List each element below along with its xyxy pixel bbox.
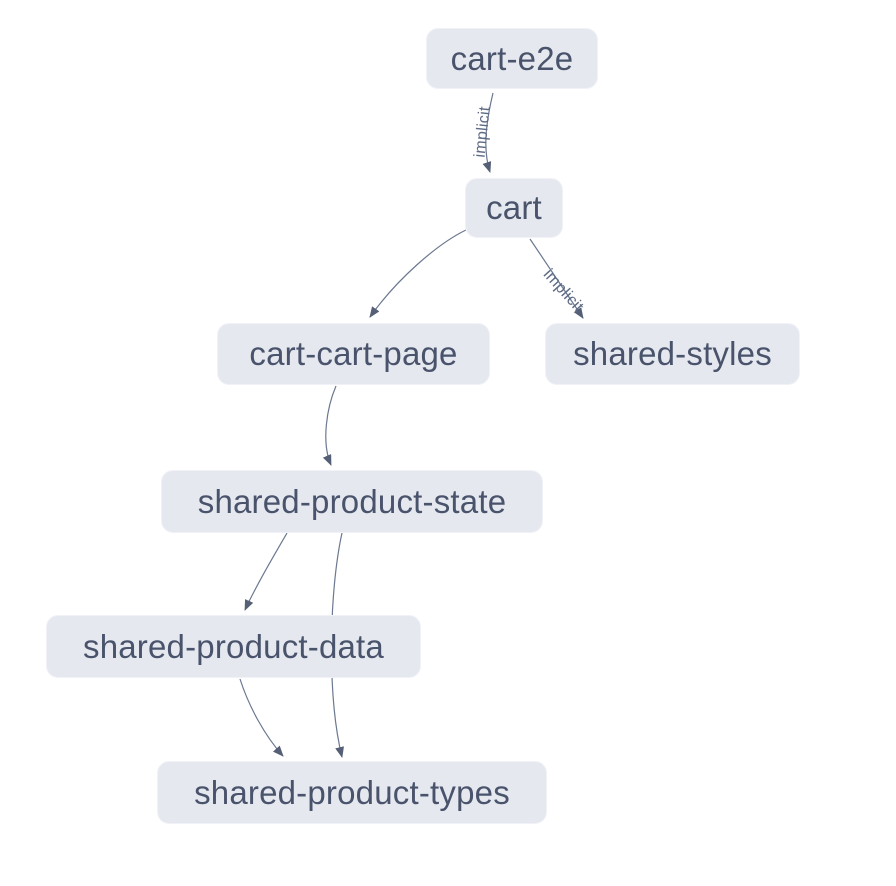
edge-cart-to-cart-cart-page: [369, 229, 467, 318]
node-label: cart-cart-page: [249, 335, 458, 372]
edge-cart-to-shared-styles: implicit: [529, 238, 587, 319]
edge-path-shared-product-state-shared-product-data: [244, 532, 288, 611]
edge-path-shared-product-data-shared-product-types: [239, 678, 284, 757]
node-label: shared-product-data: [83, 627, 384, 665]
node-cart-e2e[interactable]: cart-e2e: [426, 28, 598, 89]
edge-cart-cart-page-to-shared-product-state: [322, 385, 337, 466]
edge-label-implicit: implicit: [472, 105, 494, 158]
node-label: shared-styles: [573, 335, 772, 372]
edge-path-cart-cart-cart-page: [369, 229, 467, 318]
node-label: cart: [486, 189, 542, 226]
node-label: cart-e2e: [450, 39, 574, 77]
edge-cart-e2e-to-cart: implicit: [472, 92, 494, 173]
node-shared-product-data[interactable]: shared-product-data: [46, 615, 421, 678]
edge-path-cart-cart-page-shared-product-state: [322, 385, 337, 466]
node-cart-cart-page[interactable]: cart-cart-page: [217, 323, 490, 385]
node-shared-styles[interactable]: shared-styles: [545, 323, 800, 385]
edge-shared-product-data-to-shared-product-types: [239, 678, 284, 757]
node-label: shared-product-types: [194, 773, 510, 811]
edge-label-implicit: implicit: [540, 266, 587, 316]
node-shared-product-types[interactable]: shared-product-types: [157, 761, 547, 824]
edge-path-cart-e2e-cart: [482, 92, 494, 173]
node-shared-product-state[interactable]: shared-product-state: [161, 470, 543, 533]
node-label: shared-product-state: [197, 482, 507, 520]
node-cart[interactable]: cart: [465, 178, 563, 238]
edge-shared-product-state-to-shared-product-data: [244, 532, 288, 611]
edge-path-cart-shared-styles: [529, 238, 584, 319]
